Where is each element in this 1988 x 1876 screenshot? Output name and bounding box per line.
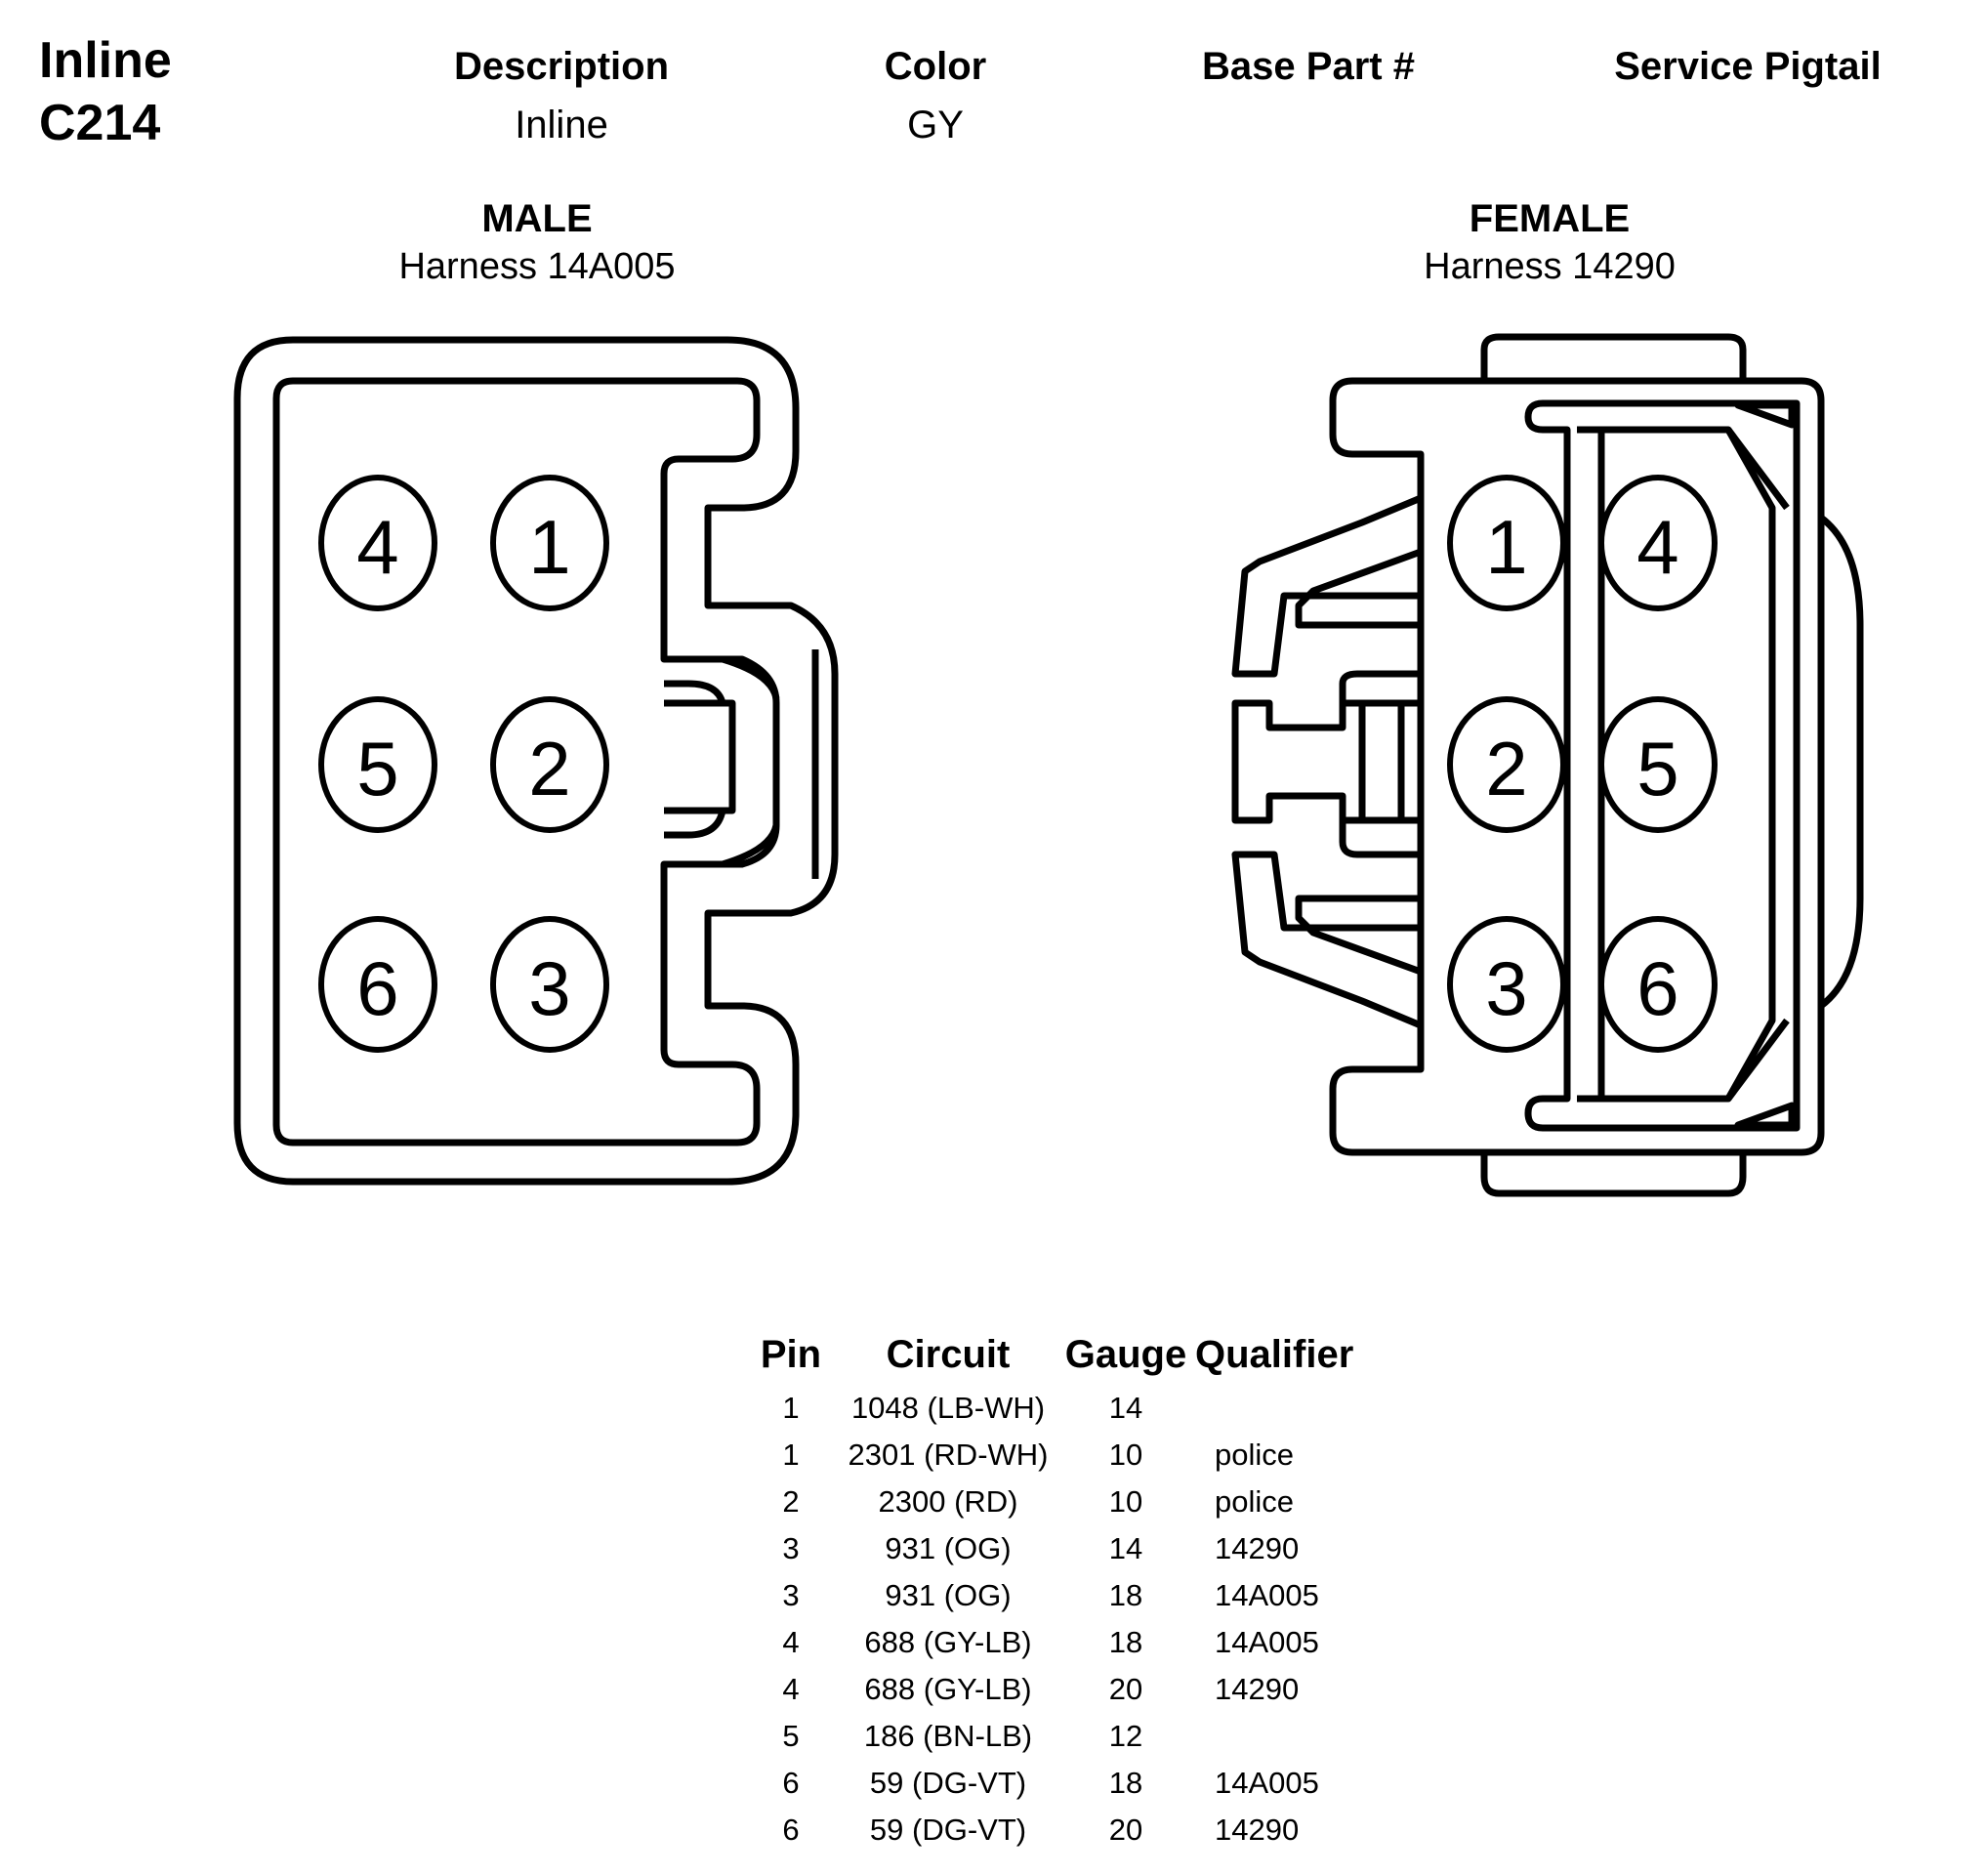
description-label: Description (453, 45, 670, 88)
pin-cell: 3 (782, 1578, 800, 1612)
pin-cell: 6 (782, 1766, 800, 1800)
female-pin-grid: 1 4 2 5 3 6 (1447, 475, 1718, 1053)
description-value: Inline (515, 104, 608, 146)
male-pin-label: 3 (528, 945, 570, 1031)
qualifier-cell (1195, 1385, 1416, 1432)
qualifier-cell: police (1215, 1484, 1294, 1519)
circuit-cell: 931 (OG) (885, 1531, 1012, 1565)
female-pin-label: 6 (1636, 945, 1678, 1031)
male-harness-label: Harness 14A005 (398, 246, 676, 287)
qualifier-column-header: Qualifier (1195, 1333, 1354, 1376)
circuit-cell: 59 (DG-VT) (869, 1766, 1027, 1800)
circuit-cell: 2300 (RD) (878, 1484, 1018, 1519)
connector-title-line2: C214 (39, 95, 161, 151)
pin-circuit-table: Pin Circuit Gauge Qualifier 1 1048 (LB-W… (742, 1333, 1416, 1854)
gauge-cell: 20 (1108, 1672, 1143, 1706)
gauge-column-header: Gauge (1064, 1333, 1187, 1376)
table-row: 4 688 (GY-LB) 20 14290 (742, 1666, 1416, 1713)
table-row: 5 186 (BN-LB) 12 (742, 1713, 1416, 1760)
table-row: 6 59 (DG-VT) 18 14A005 (742, 1760, 1416, 1807)
gauge-cell: 18 (1108, 1766, 1143, 1800)
circuit-cell: 59 (DG-VT) (869, 1813, 1027, 1847)
qualifier-cell: 14290 (1215, 1672, 1300, 1706)
gauge-cell: 20 (1108, 1813, 1143, 1847)
qualifier-cell: 14290 (1215, 1813, 1300, 1847)
table-row: 1 1048 (LB-WH) 14 (742, 1385, 1416, 1432)
female-pin-label: 3 (1485, 945, 1527, 1031)
table-row: 1 2301 (RD-WH) 10 police (742, 1432, 1416, 1479)
pin-cell: 3 (782, 1531, 800, 1565)
pin-cell: 5 (782, 1719, 800, 1753)
qualifier-cell: police (1215, 1438, 1294, 1472)
male-connector-housing (233, 336, 839, 1186)
male-pin-label: 1 (528, 504, 570, 590)
circuit-cell: 931 (OG) (885, 1578, 1012, 1612)
gauge-cell: 18 (1108, 1578, 1143, 1612)
table-row: 3 931 (OG) 14 14290 (742, 1525, 1416, 1572)
pin-cell: 4 (782, 1672, 800, 1706)
male-pin: 3 (490, 916, 609, 1053)
male-pin: 5 (318, 696, 437, 833)
male-gender-label: MALE (481, 197, 593, 240)
male-pin-label: 6 (356, 945, 398, 1031)
female-pin: 2 (1447, 696, 1566, 833)
female-pin: 3 (1447, 916, 1566, 1053)
qualifier-cell: 14290 (1215, 1531, 1300, 1565)
qualifier-cell: 14A005 (1215, 1578, 1319, 1612)
base-part-label: Base Part # (1202, 45, 1415, 88)
male-pin: 6 (318, 916, 437, 1053)
female-gender-label: FEMALE (1469, 197, 1631, 240)
female-harness-label: Harness 14290 (1424, 246, 1676, 287)
female-pin: 5 (1598, 696, 1718, 833)
circuit-cell: 186 (BN-LB) (863, 1719, 1033, 1753)
gauge-cell: 14 (1108, 1391, 1143, 1425)
table-row: 6 59 (DG-VT) 20 14290 (742, 1807, 1416, 1854)
table-row: 2 2300 (RD) 10 police (742, 1479, 1416, 1525)
circuit-cell: 688 (GY-LB) (864, 1625, 1032, 1659)
female-pin: 6 (1598, 916, 1718, 1053)
pin-cell: 4 (782, 1625, 800, 1659)
qualifier-cell: 14A005 (1215, 1625, 1319, 1659)
male-pin-label: 5 (356, 726, 398, 812)
connector-title-line1: Inline (39, 32, 172, 89)
female-pin-label: 2 (1485, 726, 1527, 812)
table-row: 3 931 (OG) 18 14A005 (742, 1572, 1416, 1619)
pin-table-header-row: Pin Circuit Gauge Qualifier (742, 1333, 1416, 1385)
male-pin: 2 (490, 696, 609, 833)
male-pin: 1 (490, 475, 609, 611)
gauge-cell: 12 (1108, 1719, 1143, 1753)
female-pin: 4 (1598, 475, 1718, 611)
pin-cell: 6 (782, 1813, 800, 1847)
female-pin-label: 1 (1485, 504, 1527, 590)
female-connector-housing (1231, 333, 1864, 1197)
circuit-column-header: Circuit (886, 1333, 1011, 1376)
circuit-cell: 2301 (RD-WH) (848, 1438, 1049, 1472)
pin-cell: 2 (782, 1484, 800, 1519)
pin-cell: 1 (782, 1391, 800, 1425)
color-value: GY (907, 104, 964, 146)
qualifier-cell (1195, 1713, 1416, 1760)
male-pin-grid: 4 1 5 2 6 3 (318, 475, 609, 1053)
female-pin-label: 5 (1636, 726, 1678, 812)
female-pin-label: 4 (1636, 504, 1678, 590)
pin-cell: 1 (782, 1438, 800, 1472)
gauge-cell: 10 (1108, 1438, 1143, 1472)
circuit-cell: 1048 (LB-WH) (850, 1391, 1046, 1425)
pin-column-header: Pin (760, 1333, 822, 1376)
color-label: Color (884, 45, 987, 88)
qualifier-cell: 14A005 (1215, 1766, 1319, 1800)
gauge-cell: 18 (1108, 1625, 1143, 1659)
circuit-cell: 688 (GY-LB) (864, 1672, 1032, 1706)
male-pin-label: 4 (356, 504, 398, 590)
service-pigtail-label: Service Pigtail (1614, 45, 1882, 88)
male-pin: 4 (318, 475, 437, 611)
gauge-cell: 10 (1108, 1484, 1143, 1519)
table-row: 4 688 (GY-LB) 18 14A005 (742, 1619, 1416, 1666)
gauge-cell: 14 (1108, 1531, 1143, 1565)
female-pin: 1 (1447, 475, 1566, 611)
male-pin-label: 2 (528, 726, 570, 812)
